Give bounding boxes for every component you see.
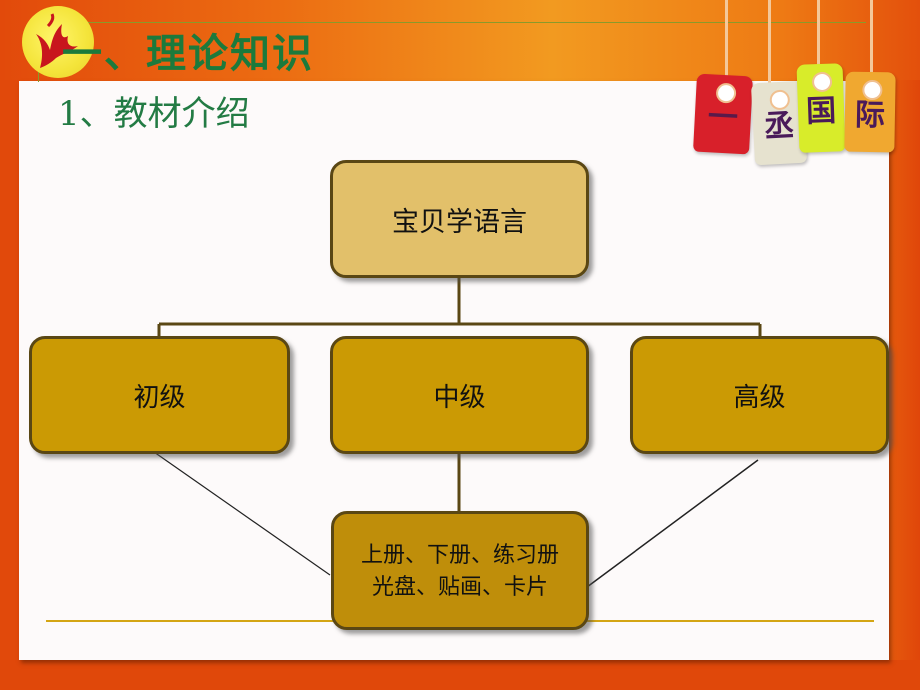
level-node-intermediate: 中级 <box>330 336 589 454</box>
materials-line: 光盘、贴画、卡片 <box>371 574 548 600</box>
level-node-label: 中级 <box>433 382 486 413</box>
flame-logo-icon <box>22 6 94 78</box>
header-rule <box>38 22 866 23</box>
tag-string <box>768 0 771 85</box>
tag-string <box>725 0 728 80</box>
tag-string <box>870 0 873 75</box>
level-node-beginner: 初级 <box>29 336 290 454</box>
right-border <box>890 80 920 690</box>
level-node-label: 高级 <box>733 382 786 413</box>
header-band <box>0 0 920 90</box>
root-node-label: 宝贝学语言 <box>392 206 527 238</box>
materials-line: 上册、下册、练习册 <box>360 542 559 568</box>
materials-node: 上册、下册、练习册 光盘、贴画、卡片 <box>331 511 589 630</box>
brand-tags: 一 丞 国 际 <box>665 0 896 170</box>
level-node-advanced: 高级 <box>630 336 889 454</box>
section-subtitle: 1、教材介绍 <box>58 94 250 134</box>
tag-string <box>817 0 820 70</box>
bottom-border <box>0 660 920 690</box>
level-node-label: 初级 <box>133 382 186 413</box>
diagram-root-node: 宝贝学语言 <box>330 160 589 278</box>
left-border <box>0 80 20 690</box>
slide-title: 一、理论知识 <box>62 31 314 77</box>
